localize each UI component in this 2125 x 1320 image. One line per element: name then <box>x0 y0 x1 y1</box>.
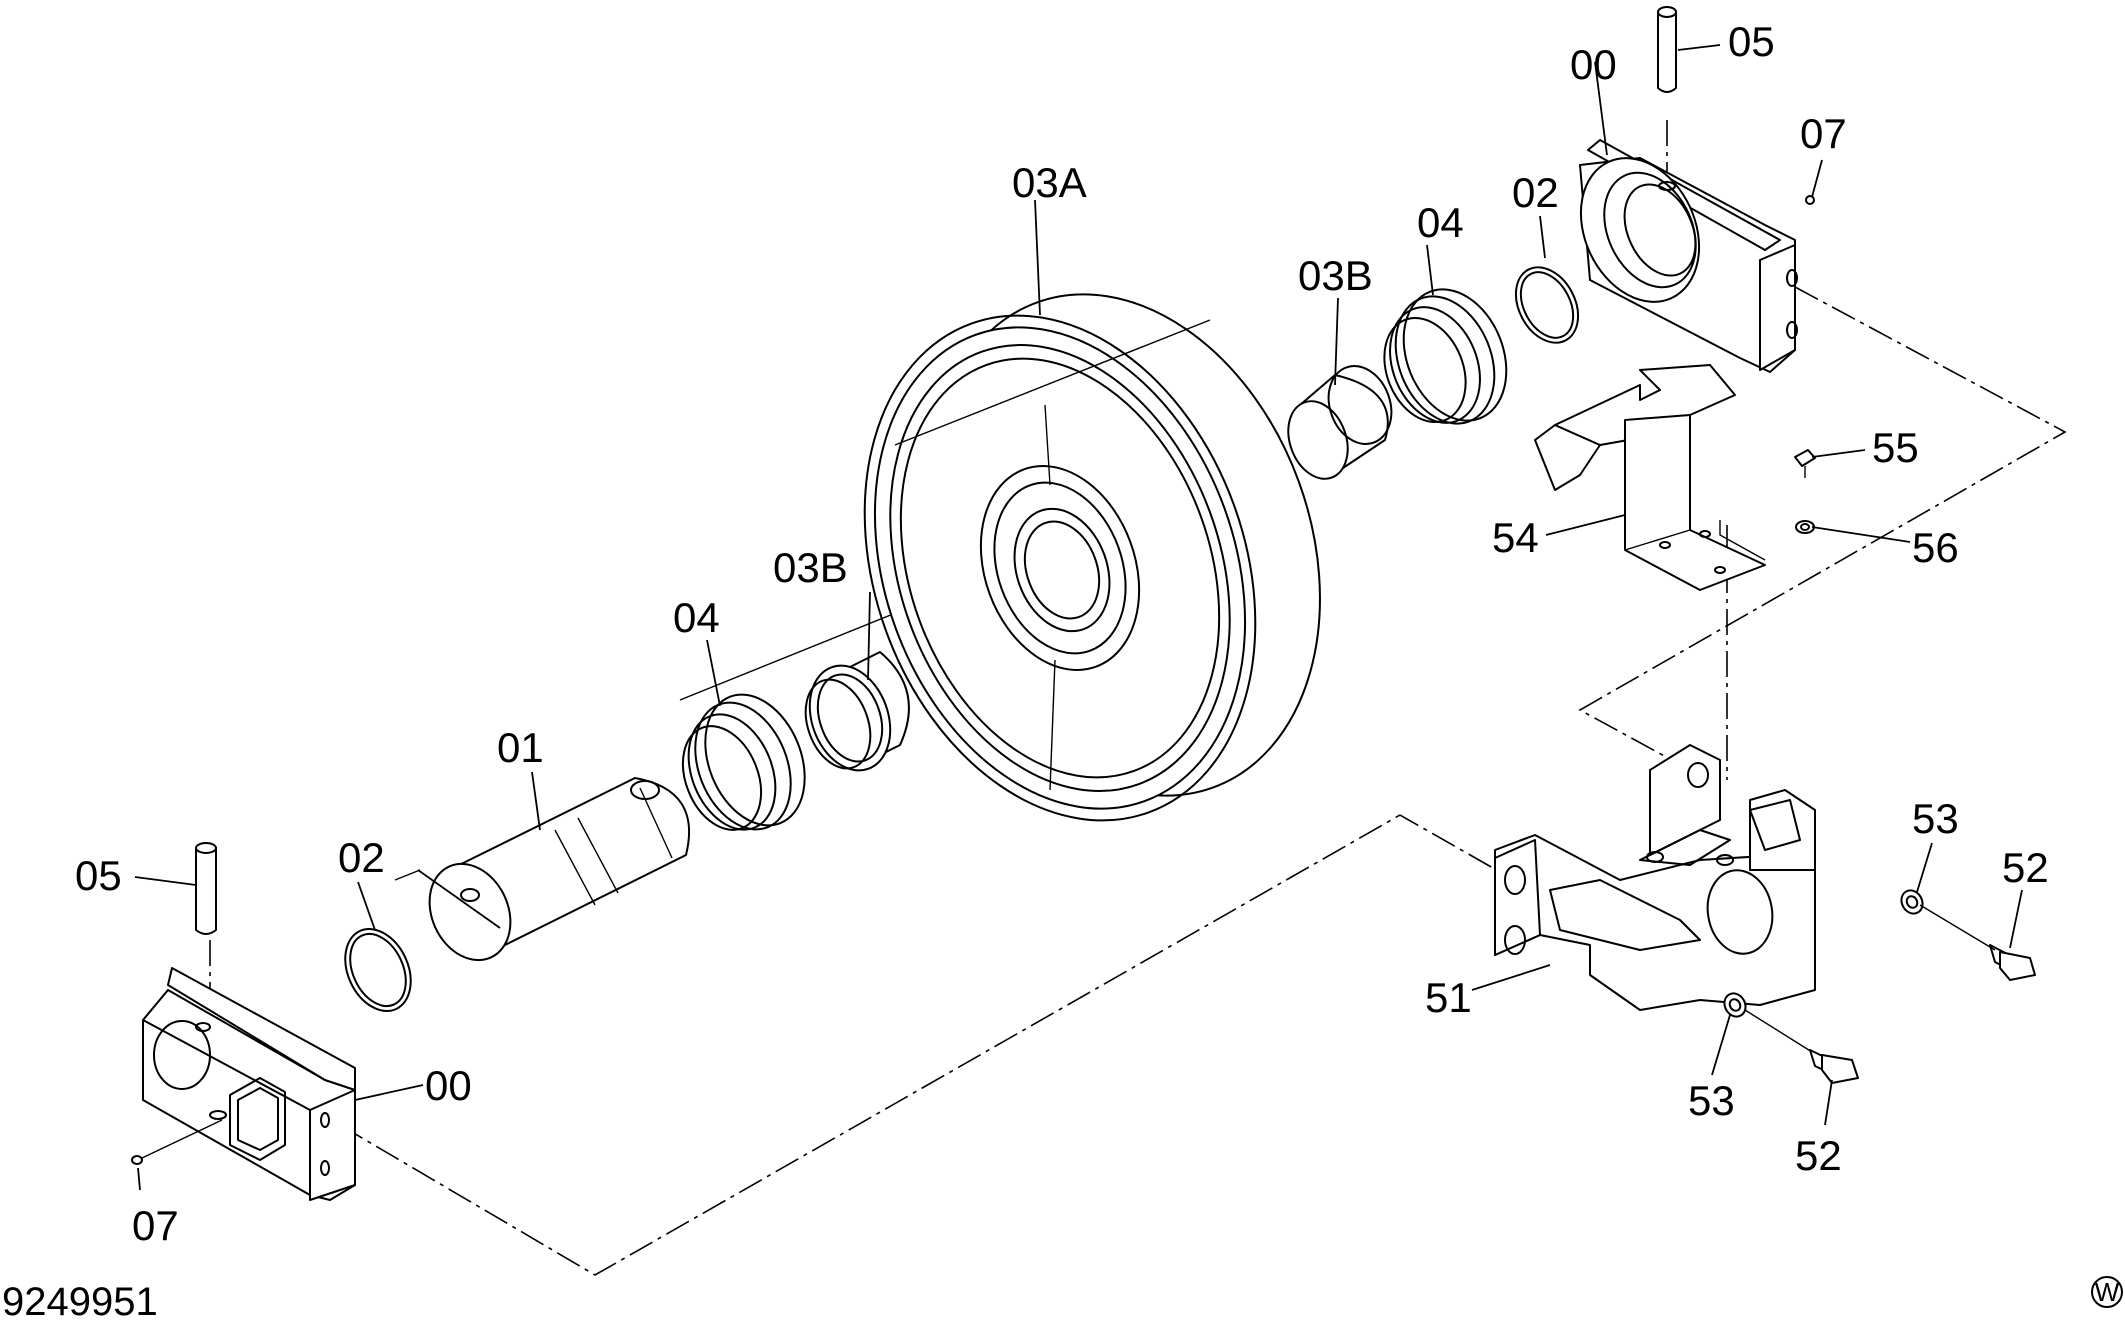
label-52-lower: 52 <box>1795 1132 1842 1179</box>
o-ring-02-right <box>1514 266 1580 344</box>
shaft-01 <box>428 777 691 962</box>
corner-mark-letter: W <box>2095 1277 2120 1307</box>
plug-07-right <box>1805 195 1815 205</box>
pin-05-right <box>1657 6 1677 93</box>
label-04-left: 04 <box>673 594 720 641</box>
label-04-right: 04 <box>1417 199 1464 246</box>
washer-53-upper <box>1900 889 1924 915</box>
label-00-right: 00 <box>1570 41 1617 88</box>
label-54: 54 <box>1492 514 1539 561</box>
label-07-left: 07 <box>132 1202 179 1249</box>
leader-lines <box>134 44 2023 1191</box>
label-03a: 03A <box>1012 159 1087 206</box>
label-03b-right: 03B <box>1298 252 1373 299</box>
idler-wheel-03a <box>863 293 1321 822</box>
washer-53-lower <box>1723 992 1747 1018</box>
label-56: 56 <box>1912 524 1959 571</box>
label-02-left: 02 <box>338 834 385 881</box>
seal-04-right <box>1383 288 1508 425</box>
seal-04-left <box>681 693 806 831</box>
bearing-block-00-right <box>1579 139 1798 373</box>
plug-07-left <box>131 1119 223 1165</box>
o-ring-02-left <box>344 928 412 1012</box>
bearing-block-00-left <box>142 967 356 1201</box>
washer-56 <box>1795 520 1815 534</box>
pin-05-left <box>195 842 217 935</box>
label-00-left: 00 <box>425 1062 472 1109</box>
bushing-03b-left <box>804 651 910 772</box>
corner-mark: W <box>2091 1276 2123 1308</box>
guard-54 <box>1534 364 1766 591</box>
label-01: 01 <box>497 724 544 771</box>
part-labels: 05 02 01 04 03B 03A 03B 04 02 00 05 07 0… <box>75 18 2049 1249</box>
label-51: 51 <box>1425 974 1472 1021</box>
label-03b-left: 03B <box>773 544 848 591</box>
label-53-upper: 53 <box>1912 795 1959 842</box>
label-53-lower: 53 <box>1688 1077 1735 1124</box>
bushing-03b-right <box>1287 365 1393 480</box>
drawing-number: 9249951 <box>2 1280 158 1320</box>
label-05-left: 05 <box>75 852 122 899</box>
bracket-51 <box>1494 744 1816 1011</box>
label-02-right: 02 <box>1512 169 1559 216</box>
bolt-52-upper <box>1919 904 2036 981</box>
label-55: 55 <box>1872 424 1919 471</box>
bolt-52-lower <box>1744 1009 1859 1084</box>
label-05-right: 05 <box>1728 18 1775 65</box>
label-52-upper: 52 <box>2002 844 2049 891</box>
bolt-55 <box>1794 449 1816 478</box>
label-07-right: 07 <box>1800 110 1847 157</box>
